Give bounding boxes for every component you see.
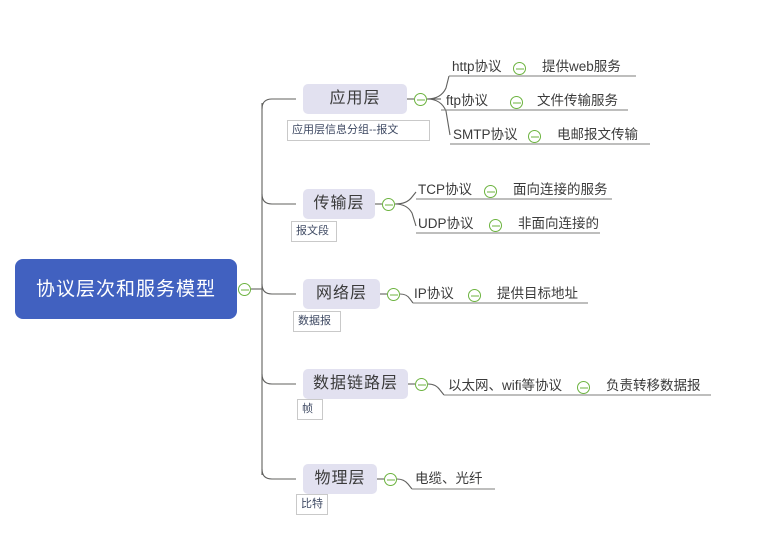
leaf-tcp-protocol[interactable]: TCP协议 [418, 182, 472, 197]
link-root-to-branch-1 [261, 98, 296, 110]
branch-3-collapse-toggle-icon[interactable] [387, 288, 400, 301]
branch-node-label: 传输层 [313, 195, 365, 212]
note-physical-layer: 比特 [296, 494, 328, 515]
leaf-ip-collapse-toggle-icon[interactable] [468, 289, 481, 302]
branch-node-label: 网络层 [315, 285, 367, 302]
branch-node-datalink-layer[interactable]: 数据链路层 [303, 369, 408, 399]
branch-5-collapse-toggle-icon[interactable] [384, 473, 397, 486]
leaf-ethernet-collapse-toggle-icon[interactable] [577, 381, 590, 394]
link-root-to-branch-5 [261, 468, 296, 480]
note-label: 比特 [301, 498, 323, 510]
link-branch-3-child-1 [399, 293, 414, 304]
branch-1-collapse-toggle-icon[interactable] [414, 93, 427, 106]
leaf-udp-protocol[interactable]: UDP协议 [418, 216, 474, 231]
note-label: 帧 [302, 403, 313, 415]
link-root-to-branch-2 [261, 193, 296, 205]
root-node-label: 协议层次和服务模型 [35, 278, 216, 300]
note-label: 应用层信息分组--报文 [292, 124, 399, 136]
leaf-ftp-protocol[interactable]: ftp协议 [446, 93, 489, 108]
branch-2-collapse-toggle-icon[interactable] [382, 198, 395, 211]
branch-node-application-layer[interactable]: 应用层 [303, 84, 407, 114]
note-network-layer: 数据报 [293, 311, 341, 332]
note-label: 数据报 [298, 315, 331, 327]
link-branch-5-child-1 [396, 478, 413, 490]
detail-tcp-protocol[interactable]: 面向连接的服务 [513, 182, 608, 197]
leaf-tcp-collapse-toggle-icon[interactable] [484, 185, 497, 198]
leaf-ip-protocol[interactable]: IP协议 [414, 286, 454, 301]
detail-ethernet-wifi-protocol[interactable]: 负责转移数据报 [606, 378, 701, 393]
detail-udp-protocol[interactable]: 非面向连接的 [518, 216, 599, 231]
link-branch-4-child-1 [427, 383, 445, 396]
detail-ftp-protocol[interactable]: 文件传输服务 [537, 93, 618, 108]
detail-http-protocol[interactable]: 提供web服务 [542, 59, 621, 74]
link-branch-2-child-2 [394, 203, 417, 227]
link-root-to-branch-3 [261, 283, 296, 295]
link-branch-2-child-1 [394, 191, 417, 205]
leaf-smtp-protocol[interactable]: SMTP协议 [453, 127, 518, 142]
leaf-udp-collapse-toggle-icon[interactable] [489, 219, 502, 232]
branch-4-collapse-toggle-icon[interactable] [415, 378, 428, 391]
root-node[interactable]: 协议层次和服务模型 [15, 259, 237, 319]
detail-ip-protocol[interactable]: 提供目标地址 [497, 286, 578, 301]
detail-smtp-protocol[interactable]: 电邮报文传输 [557, 127, 638, 142]
branch-node-physical-layer[interactable]: 物理层 [303, 464, 377, 494]
note-transport-layer: 报文段 [291, 221, 337, 242]
leaf-http-collapse-toggle-icon[interactable] [513, 62, 526, 75]
branch-node-label: 物理层 [314, 470, 366, 487]
note-datalink-layer: 帧 [297, 399, 323, 420]
leaf-ftp-collapse-toggle-icon[interactable] [510, 96, 523, 109]
note-application-layer: 应用层信息分组--报文 [287, 120, 430, 141]
branch-node-label: 应用层 [329, 90, 381, 107]
branch-node-network-layer[interactable]: 网络层 [303, 279, 380, 309]
root-collapse-toggle-icon[interactable] [238, 283, 251, 296]
leaf-cable-fiber[interactable]: 电缆、光纤 [415, 471, 483, 486]
leaf-smtp-collapse-toggle-icon[interactable] [528, 130, 541, 143]
note-label: 报文段 [296, 225, 329, 237]
leaf-http-protocol[interactable]: http协议 [452, 59, 502, 74]
link-root-to-branch-4 [261, 373, 296, 385]
branch-node-transport-layer[interactable]: 传输层 [303, 189, 375, 219]
leaf-ethernet-wifi-protocol[interactable]: 以太网、wifi等协议 [448, 378, 562, 393]
branch-node-label: 数据链路层 [312, 375, 398, 392]
